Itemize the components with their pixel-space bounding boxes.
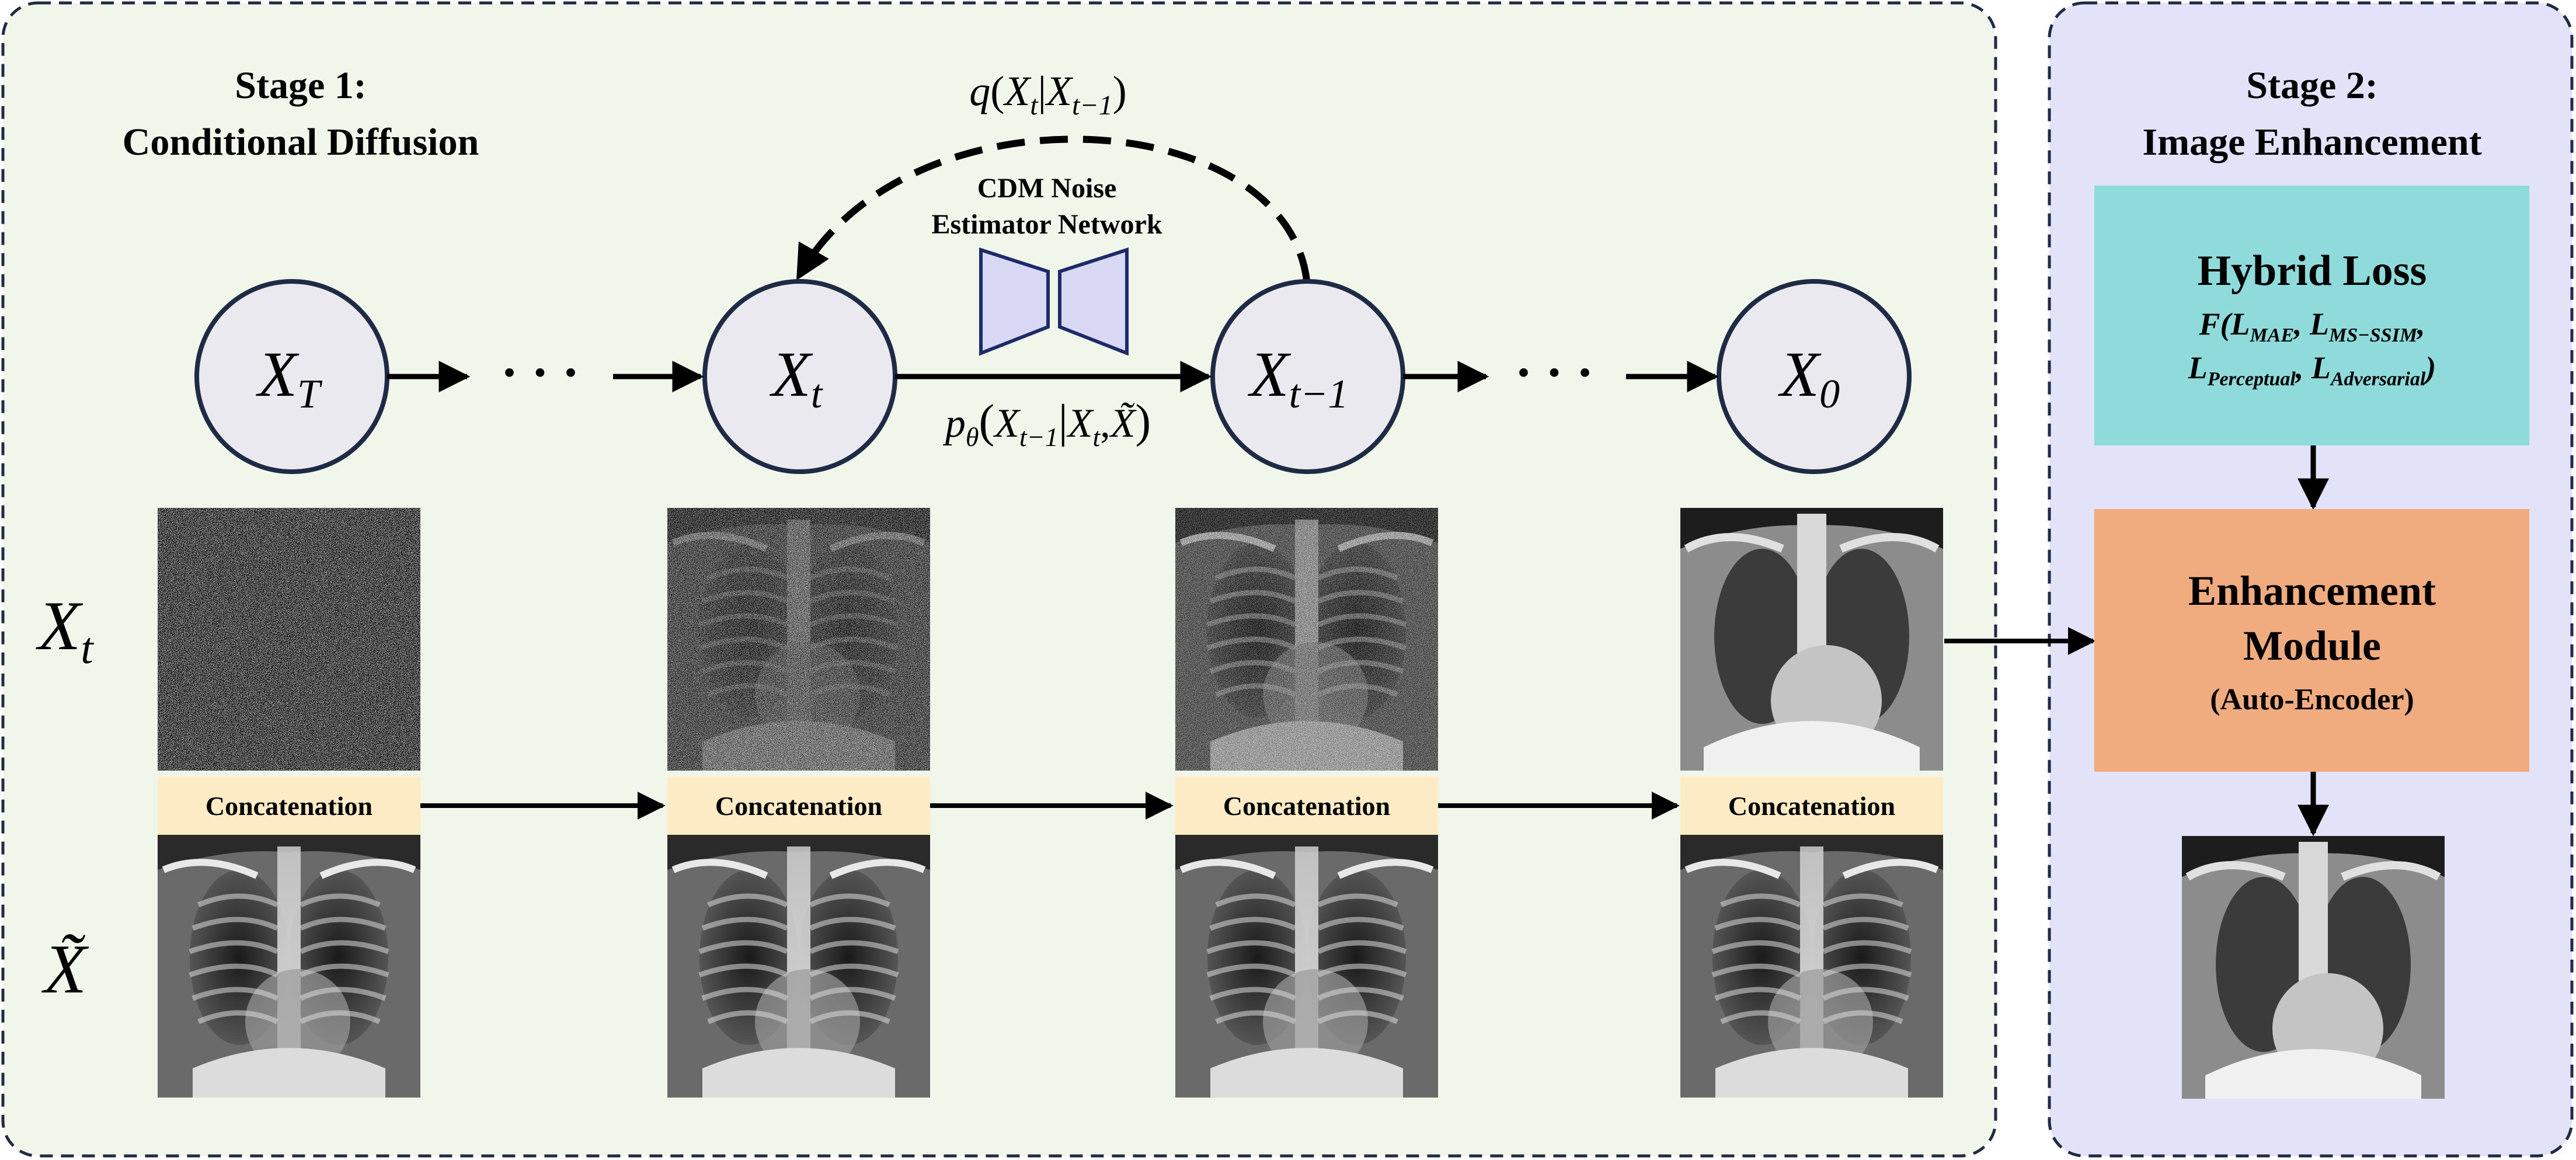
node-Xt-1: Xt−1 [1210, 279, 1405, 474]
stage1-panel [1, 1, 1997, 1158]
condition-image-2 [667, 835, 930, 1098]
node-XT: XT [194, 279, 389, 474]
svg-text:Xt: Xt [770, 339, 823, 417]
noisy-image-4 [1680, 508, 1943, 771]
noisy-image-2 [667, 508, 930, 771]
noisy-image-1 [158, 508, 420, 771]
concat-label-1: Concatenation [206, 791, 373, 821]
image-column-4: Concatenation [1680, 508, 1943, 1098]
hybrid-loss-formula-line1: F(LMAE, LMS−SSIM, [2198, 306, 2425, 346]
concat-label-2: Concatenation [715, 791, 882, 821]
condition-image-1 [158, 835, 420, 1098]
network-label-line2: Estimator Network [931, 209, 1162, 240]
svg-text:X0: X0 [1778, 339, 1840, 417]
reverse-process-label: pθ(Xt−1|Xt,X̃) [942, 396, 1151, 452]
hybrid-loss-box [2094, 186, 2529, 445]
concat-label-4: Concatenation [1728, 791, 1895, 821]
row-label-xtilde: X̃ [41, 930, 89, 1008]
enhanced-output-image [2182, 836, 2445, 1099]
hybrid-loss-title: Hybrid Loss [2198, 247, 2427, 295]
hybrid-loss-formula-line2: LPerceptual, LAdversarial) [2188, 350, 2436, 390]
node-Xt: Xt [702, 279, 897, 474]
forward-process-label: q(Xt|Xt−1) [969, 68, 1126, 121]
enhancement-module-box [2094, 509, 2529, 772]
image-column-1: Concatenation [158, 508, 420, 1098]
stage1-title-line1: Stage 1: [235, 64, 366, 107]
stage2-title-line1: Stage 2: [2246, 64, 2377, 107]
enhancement-module-line2: Module [2243, 622, 2381, 669]
concat-box-2 [667, 776, 930, 835]
node-X0: X0 [1717, 279, 1912, 474]
forward-process-arc [796, 135, 1310, 281]
noisy-image-3 [1175, 508, 1438, 771]
enhancement-module-line3: (Auto-Encoder) [2210, 683, 2414, 716]
svg-text:XT: XT [256, 339, 323, 417]
network-icon [979, 247, 1129, 356]
concat-label-3: Concatenation [1223, 791, 1390, 821]
stage1-title-line2: Conditional Diffusion [123, 121, 479, 163]
enhancement-module-line1: Enhancement [2188, 567, 2436, 614]
network-label-line1: CDM Noise [977, 173, 1117, 204]
image-column-3: Concatenation [1175, 508, 1438, 1098]
stage2-title-line2: Image Enhancement [2142, 121, 2481, 163]
condition-image-3 [1175, 835, 1438, 1098]
image-column-2: Concatenation [667, 508, 930, 1098]
row-label-xt: Xt [36, 587, 94, 673]
concat-box-3 [1175, 776, 1438, 835]
svg-text:Xt−1: Xt−1 [1248, 339, 1349, 417]
concat-box-4 [1680, 776, 1943, 835]
ellipsis-2: · · · [1515, 344, 1593, 402]
ellipsis-1: · · · [500, 344, 579, 402]
condition-image-4 [1680, 835, 1943, 1098]
concat-box-1 [158, 776, 420, 835]
